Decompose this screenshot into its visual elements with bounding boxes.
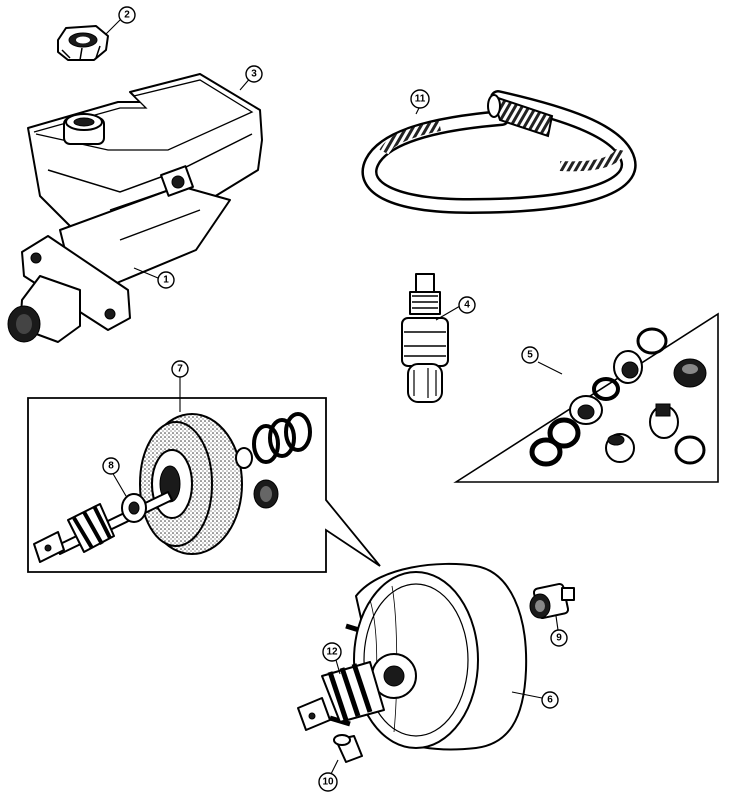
callout-2-label: 2 [124, 10, 130, 21]
callout-5-label: 5 [527, 350, 533, 361]
callout-4-label: 4 [464, 300, 470, 311]
brake-booster-part [297, 562, 528, 751]
clevis-pin-part [333, 734, 363, 763]
callout-1-label: 1 [163, 275, 169, 286]
callout-9: 9 [550, 629, 568, 647]
seal-kit-part [453, 312, 719, 483]
callout-8-label: 8 [108, 461, 114, 472]
callout-10-label: 10 [322, 777, 334, 788]
check-valve-part [529, 582, 575, 620]
callout-8: 8 [102, 457, 120, 475]
callout-12: 12 [322, 642, 342, 662]
callout-3: 3 [245, 65, 263, 83]
leader-lines [105, 19, 563, 777]
switch-part [401, 273, 449, 403]
callout-3-label: 3 [251, 69, 257, 80]
callout-11-label: 11 [415, 94, 426, 105]
callout-11: 11 [410, 89, 430, 109]
master-cylinder-part [7, 73, 263, 343]
callout-2: 2 [118, 6, 136, 24]
callout-4: 4 [458, 296, 476, 314]
callout-7-label: 7 [177, 364, 183, 375]
callout-1: 1 [157, 271, 175, 289]
nut-part [57, 25, 109, 61]
callout-9-label: 9 [556, 633, 562, 644]
callout-10: 10 [318, 772, 338, 792]
callout-6-label: 6 [547, 695, 553, 706]
callout-12-label: 12 [326, 647, 338, 658]
callout-6: 6 [541, 691, 559, 709]
hose-part [361, 90, 637, 215]
booster-internals-part [27, 397, 381, 573]
callout-7: 7 [171, 360, 189, 378]
callout-5: 5 [521, 346, 539, 364]
